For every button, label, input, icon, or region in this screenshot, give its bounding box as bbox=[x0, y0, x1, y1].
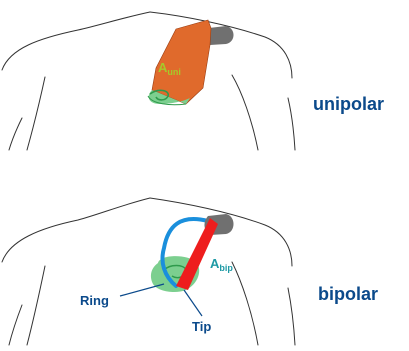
torso-right-side bbox=[232, 75, 258, 150]
torso-left-shoulder bbox=[2, 12, 150, 70]
area-subscript-unipolar: uni bbox=[167, 67, 181, 77]
ring-pointer-line bbox=[120, 284, 164, 296]
area-subscript-bipolar: bip bbox=[219, 263, 233, 273]
torso-left-shoulder-bipolar bbox=[2, 198, 150, 262]
ring-label: Ring bbox=[80, 293, 109, 308]
torso-left-edge bbox=[9, 118, 22, 150]
torso-left-side-bipolar bbox=[27, 266, 45, 345]
mode-label-unipolar: unipolar bbox=[313, 94, 384, 115]
torso-right-edge bbox=[288, 98, 295, 150]
area-label-bipolar: Abip bbox=[210, 256, 233, 273]
torso-bipolar bbox=[2, 198, 295, 345]
torso-right-edge-bipolar bbox=[288, 288, 295, 345]
mode-label-bipolar: bipolar bbox=[318, 284, 378, 305]
torso-right-side-bipolar bbox=[232, 262, 258, 345]
tip-label: Tip bbox=[192, 319, 211, 334]
torso-unipolar bbox=[2, 12, 295, 150]
tip-pointer-line bbox=[184, 290, 202, 316]
torso-left-side bbox=[27, 77, 45, 150]
torso-left-edge-bipolar bbox=[9, 305, 22, 345]
